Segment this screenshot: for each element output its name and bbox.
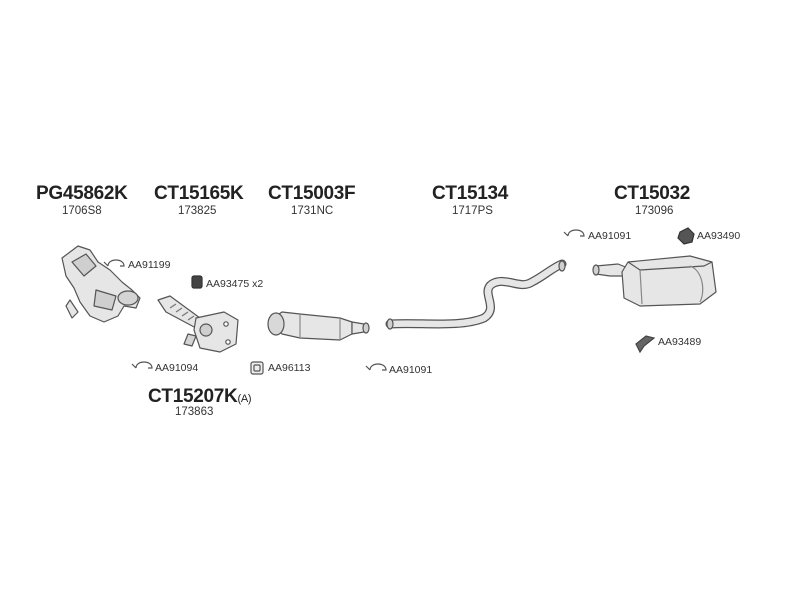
clamp-icon-aa91199[interactable]	[103, 259, 125, 267]
part-code-pg45862k[interactable]: PG45862K	[36, 183, 128, 204]
clamp-icon-aa91091-mid[interactable]	[365, 363, 387, 371]
accessory-label-aa93489[interactable]: AA93489	[658, 336, 702, 348]
accessory-label-aa91199[interactable]: AA91199	[128, 259, 171, 271]
part-code-ct15207k-main: CT15207K	[148, 386, 238, 407]
part-code-ct15207k-suffix: (A)	[237, 393, 252, 405]
part-number-1731nc: 1731NC	[291, 205, 334, 217]
part-code-ct15207k[interactable]: CT15207K(A)	[148, 386, 252, 408]
accessory-label-aa96113[interactable]: AA96113	[268, 362, 311, 374]
part-code-ct15032[interactable]: CT15032	[614, 183, 691, 204]
rear-silencer-drawing[interactable]	[592, 255, 717, 307]
clamp-icon-aa91091-right[interactable]	[563, 229, 585, 237]
part-code-ct15134[interactable]: CT15134	[432, 183, 509, 204]
part-number-1717ps: 1717PS	[452, 205, 493, 217]
accessory-label-aa93490[interactable]: AA93490	[697, 230, 741, 242]
rubber-mount-icon-aa93490[interactable]	[677, 227, 695, 245]
accessory-label-aa91091-right[interactable]: AA91091	[588, 230, 632, 242]
part-number-173825: 173825	[178, 205, 217, 217]
center-pipe-drawing[interactable]	[385, 259, 567, 330]
clamp-icon-aa91094[interactable]	[131, 361, 153, 369]
accessory-label-aa93475[interactable]: AA93475 x2	[206, 278, 264, 290]
gasket-icon-aa93475[interactable]	[191, 275, 203, 289]
catalytic-converter-drawing[interactable]	[61, 245, 141, 323]
gasket-icon-aa96113[interactable]	[250, 361, 264, 375]
part-code-ct15003f[interactable]: CT15003F	[268, 183, 356, 204]
accessory-label-aa91091-mid[interactable]: AA91091	[389, 364, 433, 376]
front-pipe-drawing[interactable]	[157, 295, 239, 353]
part-code-ct15165k[interactable]: CT15165K	[154, 183, 244, 204]
part-number-1706s8: 1706S8	[62, 205, 102, 217]
bracket-icon-aa93489[interactable]	[635, 335, 656, 354]
part-number-173096: 173096	[635, 205, 674, 217]
accessory-label-aa91094[interactable]: AA91094	[155, 362, 199, 374]
particulate-filter-drawing[interactable]	[267, 311, 370, 341]
part-number-173863: 173863	[175, 406, 214, 418]
